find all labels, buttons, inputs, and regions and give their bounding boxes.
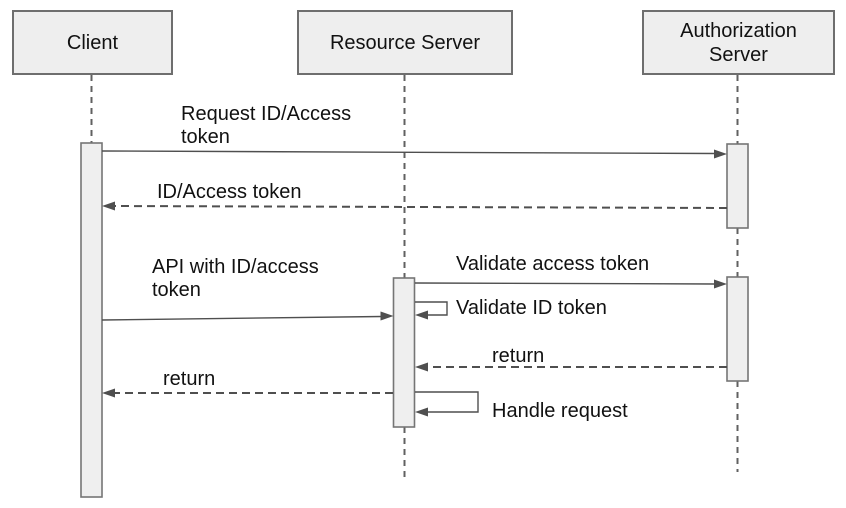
- message-label-validate-id-token: Validate ID token: [456, 297, 607, 319]
- actor-label-client: Client: [66, 31, 119, 54]
- message-request-token-arrowhead: [714, 149, 727, 159]
- message-label-handle-request: Handle request: [492, 400, 628, 422]
- authorization-server-activation-bar-1: [726, 143, 749, 229]
- message-handle-request-loop: [415, 391, 479, 413]
- message-request-token-line: [101, 150, 716, 155]
- authorization-server-activation-bar-2: [726, 276, 749, 382]
- message-id-access-token-arrowhead: [102, 201, 115, 211]
- actor-label-resource-server: Resource Server: [329, 31, 481, 54]
- message-validate-access-token-line: [414, 282, 716, 285]
- message-return-to-resource-arrowhead: [415, 362, 428, 372]
- message-label-return-to-resource: return: [492, 345, 545, 367]
- message-label-api-call: API with ID/access token: [152, 256, 319, 301]
- message-label-request-token: Request ID/Access token: [181, 103, 352, 148]
- message-label-validate-access-token: Validate access token: [456, 253, 650, 275]
- message-label-return-to-client: return: [163, 368, 216, 390]
- message-validate-id-token-arrowhead: [415, 310, 428, 320]
- message-validate-id-token-loop: [415, 301, 448, 316]
- message-handle-request-arrowhead: [415, 407, 428, 417]
- message-return-to-client-arrowhead: [102, 388, 115, 398]
- message-label-id-access-token: ID/Access token: [157, 181, 302, 203]
- message-api-call-line: [101, 315, 383, 321]
- actor-box-resource-server: Resource Server: [297, 10, 513, 75]
- message-api-call-arrowhead: [380, 311, 394, 321]
- message-id-access-token-line: [113, 205, 728, 209]
- client-activation-bar: [80, 142, 103, 498]
- actor-label-authorization-server: Authorization Server: [680, 19, 797, 66]
- resource-server-activation-bar: [392, 277, 416, 428]
- actor-box-client: Client: [12, 10, 173, 75]
- message-validate-access-token-arrowhead: [714, 279, 727, 289]
- actor-box-authorization-server: Authorization Server: [642, 10, 835, 75]
